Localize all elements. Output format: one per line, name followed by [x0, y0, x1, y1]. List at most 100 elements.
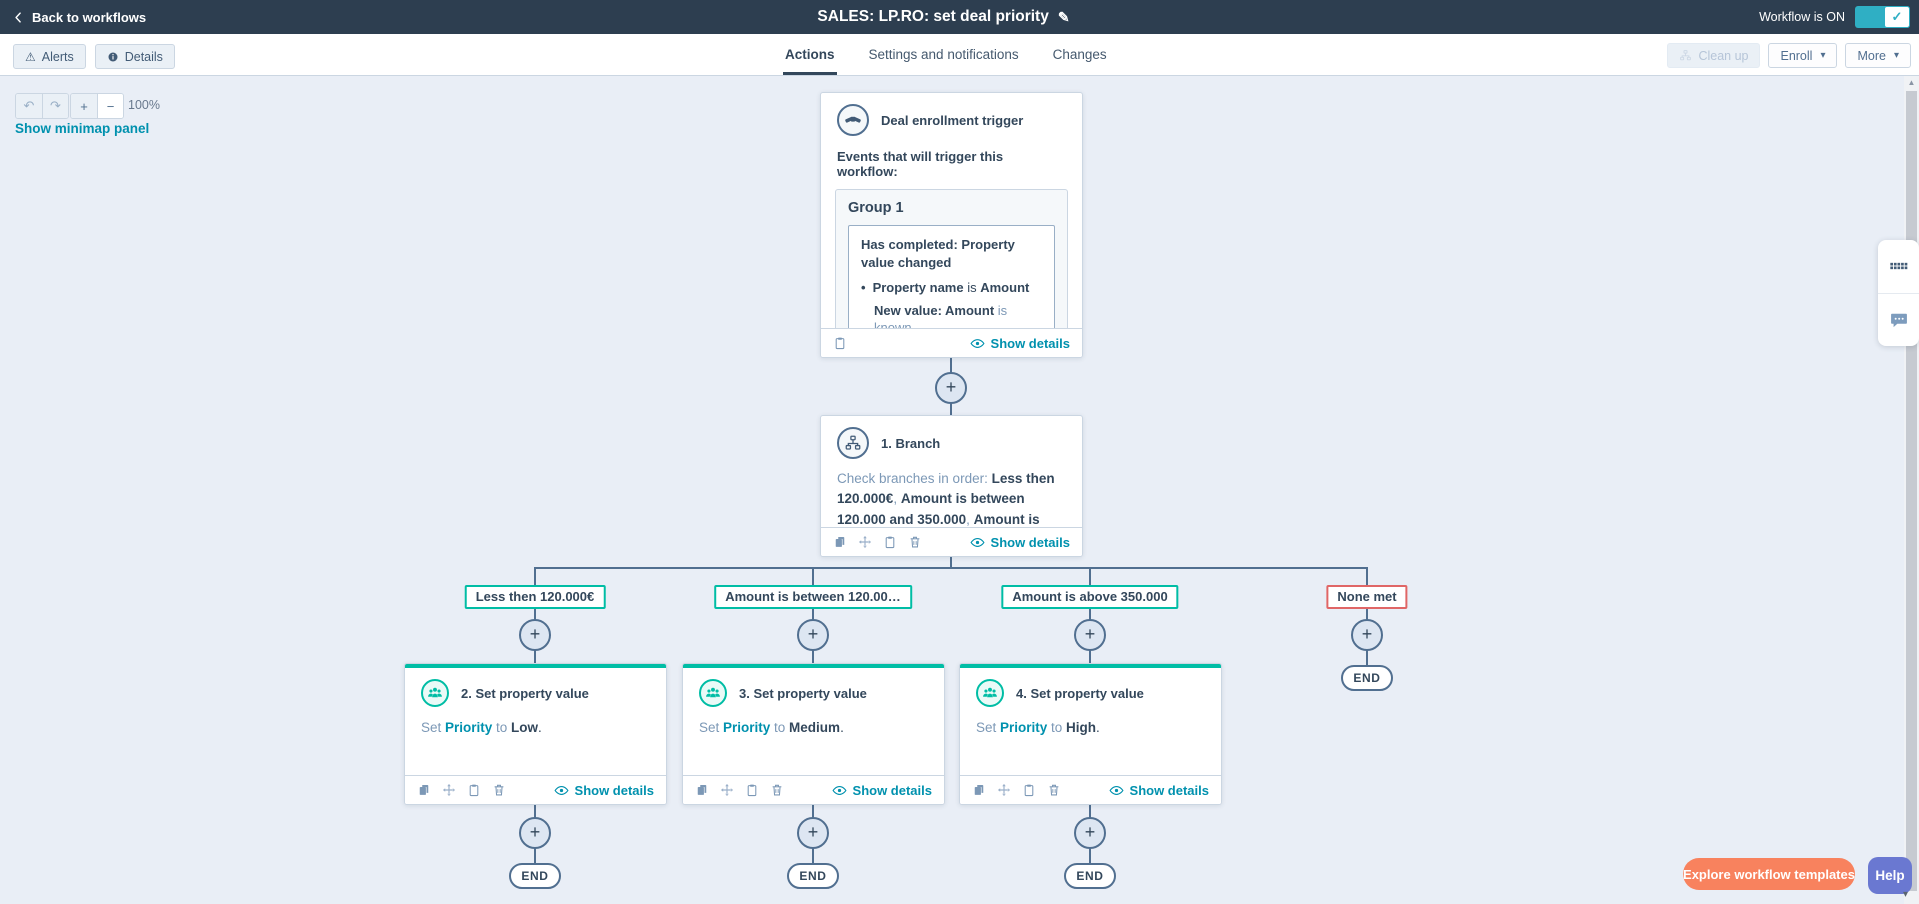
card-body: Set Priority to Medium.	[699, 720, 844, 735]
clean-up-icon	[1679, 49, 1692, 62]
set-property-value-card[interactable]: 2. Set property value Set Priority to Lo…	[404, 663, 667, 805]
add-action-plus-button[interactable]: +	[1074, 619, 1106, 651]
set-property-people-icon	[699, 679, 727, 707]
trash-icon[interactable]	[770, 783, 784, 797]
clipboard-icon[interactable]	[883, 535, 897, 549]
move-icon[interactable]	[997, 783, 1011, 797]
move-icon[interactable]	[858, 535, 872, 549]
toolbar-right-buttons: Clean up Enroll ▾ More ▾	[1667, 43, 1911, 68]
branch-label-less-then[interactable]: Less then 120.000€	[464, 585, 606, 609]
add-action-plus-button[interactable]: +	[1074, 817, 1106, 849]
clipboard-icon[interactable]	[833, 336, 847, 350]
add-action-plus-button[interactable]: +	[797, 619, 829, 651]
set-property-value-card[interactable]: 4. Set property value Set Priority to Hi…	[959, 663, 1222, 805]
show-details-link[interactable]: Show details	[832, 783, 932, 798]
workflow-on-toggle[interactable]: ✓	[1855, 6, 1910, 28]
scroll-up-arrow[interactable]: ▲	[1907, 78, 1916, 87]
comments-button[interactable]	[1878, 292, 1919, 347]
tab-changes[interactable]: Changes	[1053, 34, 1107, 75]
move-icon[interactable]	[442, 783, 456, 797]
alerts-label: Alerts	[41, 49, 74, 64]
more-button[interactable]: More ▾	[1845, 43, 1911, 68]
clipboard-icon[interactable]	[745, 783, 759, 797]
add-action-plus-button[interactable]: +	[797, 817, 829, 849]
editor-tabs: Actions Settings and notifications Chang…	[783, 34, 1107, 75]
add-action-plus-button[interactable]: +	[1351, 619, 1383, 651]
zoom-out-button[interactable]: −	[97, 94, 123, 118]
card-body: Set Priority to Low.	[421, 720, 542, 735]
grid-icon	[1889, 256, 1909, 276]
card-accent-bar	[960, 664, 1221, 668]
move-icon[interactable]	[720, 783, 734, 797]
back-chevron-icon	[12, 11, 25, 24]
edit-title-pencil-icon[interactable]: ✎	[1057, 8, 1070, 25]
branch-label-above[interactable]: Amount is above 350.000	[1001, 585, 1179, 609]
show-details-label: Show details	[1129, 782, 1209, 798]
undo-button[interactable]: ↶	[16, 94, 42, 118]
copy-icon[interactable]	[695, 783, 709, 797]
zoom-in-button[interactable]: +	[71, 94, 97, 118]
eye-icon	[970, 535, 985, 550]
card-footer-icons	[833, 336, 847, 350]
end-node: END	[509, 863, 561, 889]
caret-down-icon: ▾	[1820, 50, 1826, 61]
branch-label-none-met[interactable]: None met	[1326, 585, 1408, 609]
copy-icon[interactable]	[833, 535, 847, 549]
tab-actions[interactable]: Actions	[783, 34, 837, 75]
copy-icon[interactable]	[972, 783, 986, 797]
end-node: END	[787, 863, 839, 889]
help-button[interactable]: Help	[1868, 857, 1912, 894]
clipboard-icon[interactable]	[467, 783, 481, 797]
set-property-value-card[interactable]: 3. Set property value Set Priority to Me…	[682, 663, 945, 805]
card-header: 4. Set property value	[960, 664, 1221, 707]
warning-icon: ⚠	[25, 49, 36, 64]
card-title: 4. Set property value	[1016, 685, 1144, 701]
help-caret-icon[interactable]: ▾	[1903, 889, 1909, 900]
explore-workflow-templates-button[interactable]: Explore workflow templates	[1683, 858, 1855, 890]
zoom-controls-group: + −	[70, 93, 124, 119]
condition-bullet: Property name is Amount	[861, 280, 1042, 297]
top-navigation-bar: Back to workflows SALES: LP.RO: set deal…	[0, 0, 1919, 34]
clipboard-icon[interactable]	[1022, 783, 1036, 797]
deal-enrollment-trigger-card[interactable]: Deal enrollment trigger Events that will…	[820, 92, 1083, 358]
add-action-plus-button[interactable]: +	[935, 372, 967, 404]
trash-icon[interactable]	[908, 535, 922, 549]
redo-button[interactable]: ↷	[42, 94, 68, 118]
show-details-link[interactable]: Show details	[970, 535, 1070, 550]
card-footer-icons	[695, 783, 784, 797]
show-minimap-link[interactable]: Show minimap panel	[15, 121, 150, 136]
details-button[interactable]: Details	[94, 44, 175, 69]
end-node: END	[1341, 665, 1393, 691]
add-action-plus-button[interactable]: +	[519, 817, 551, 849]
trash-icon[interactable]	[492, 783, 506, 797]
card-footer-icons	[833, 535, 922, 549]
scrollbar-thumb[interactable]	[1906, 91, 1917, 891]
show-details-link[interactable]: Show details	[1109, 783, 1209, 798]
eye-icon	[554, 783, 569, 798]
card-footer: Show details	[821, 328, 1082, 357]
show-details-link[interactable]: Show details	[970, 336, 1070, 351]
add-action-plus-button[interactable]: +	[519, 619, 551, 651]
eye-icon	[1109, 783, 1124, 798]
branch-card[interactable]: 1. Branch Check branches in order: Less …	[820, 415, 1083, 557]
condition-title: Has completed: Property value changed	[861, 237, 1015, 270]
enroll-label: Enroll	[1780, 48, 1813, 63]
tab-settings-and-notifications[interactable]: Settings and notifications	[869, 34, 1019, 75]
card-header: Deal enrollment trigger	[821, 93, 1082, 136]
details-label: Details	[124, 49, 163, 64]
back-to-workflows-link[interactable]: Back to workflows	[12, 0, 146, 34]
card-footer-icons	[417, 783, 506, 797]
copy-icon[interactable]	[417, 783, 431, 797]
enroll-button[interactable]: Enroll ▾	[1768, 43, 1838, 68]
trash-icon[interactable]	[1047, 783, 1061, 797]
card-footer: Show details	[405, 775, 666, 804]
branch-label-between[interactable]: Amount is between 120.00…	[714, 585, 912, 609]
end-node: END	[1064, 863, 1116, 889]
alerts-button[interactable]: ⚠ Alerts	[13, 44, 86, 69]
zoom-level: 100%	[128, 98, 160, 112]
toolbar-left-buttons: ⚠ Alerts Details	[13, 44, 175, 69]
data-panel-button[interactable]	[1878, 240, 1919, 293]
card-title: Deal enrollment trigger	[881, 112, 1024, 128]
workflow-status-area: Workflow is ON ✓	[1759, 0, 1910, 34]
show-details-link[interactable]: Show details	[554, 783, 654, 798]
